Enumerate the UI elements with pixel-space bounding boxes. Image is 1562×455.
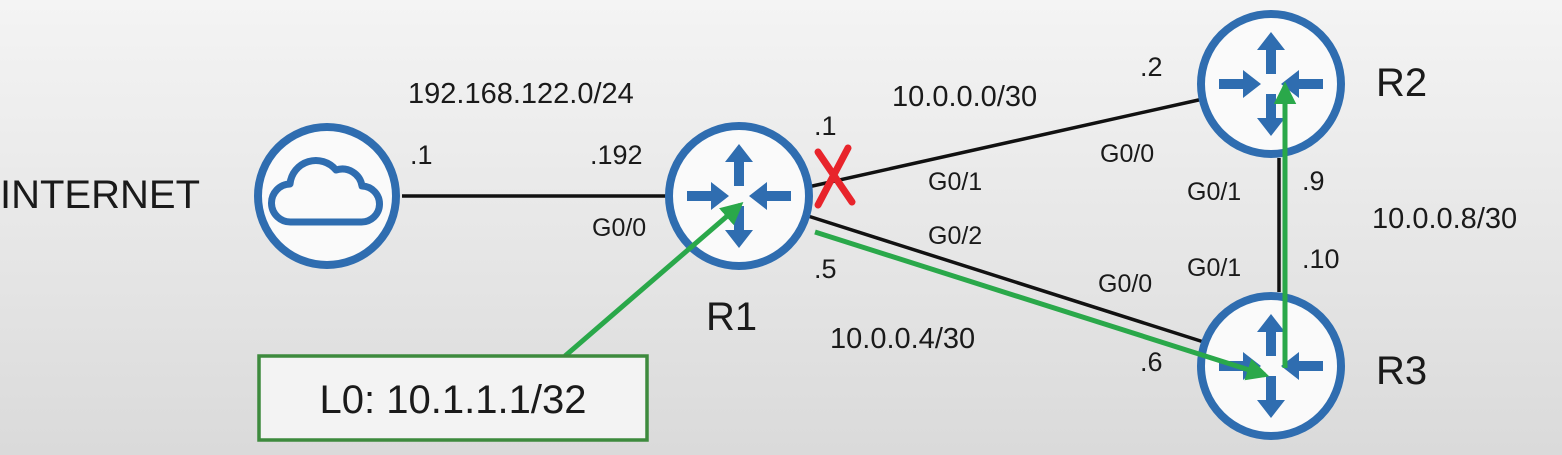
subnet-internet-r1: 192.168.122.0/24 — [408, 78, 634, 110]
r1-label: R1 — [706, 295, 757, 339]
internet-node — [254, 123, 400, 269]
router-r2 — [1197, 10, 1345, 158]
path-arrow-r1-r3 — [814, 229, 1270, 381]
addr-r1-g0-0: .192 — [590, 140, 643, 170]
addr-r3-g0-1: .10 — [1302, 244, 1340, 274]
subnet-r1-r3: 10.0.0.4/30 — [830, 323, 975, 355]
router-r3 — [1197, 292, 1345, 440]
path-arrow-loopback-r1 — [563, 202, 744, 358]
addr-r1-g0-1: .1 — [814, 111, 837, 141]
addr-internet: .1 — [410, 140, 433, 170]
link-r1-r3 — [807, 214, 1211, 346]
intf-r3-to-r2: G0/1 — [1187, 254, 1241, 282]
link-r1-r2 — [807, 97, 1204, 189]
cloud-icon — [268, 157, 383, 226]
intf-r1-to-r3: G0/2 — [928, 222, 982, 250]
addr-r2-g0-1: .9 — [1302, 166, 1325, 196]
intf-r1-to-r2: G0/1 — [928, 168, 982, 196]
subnet-r1-r2: 10.0.0.0/30 — [892, 81, 1037, 113]
intf-r2-to-r3: G0/1 — [1187, 178, 1241, 206]
addr-r3-g0-0: .6 — [1140, 347, 1163, 377]
loopback-label: L0: 10.1.1.1/32 — [320, 378, 587, 422]
internet-label: INTERNET — [0, 173, 200, 217]
loopback-box: L0: 10.1.1.1/32 — [257, 354, 649, 442]
router-r1 — [665, 122, 813, 270]
r2-label: R2 — [1376, 61, 1427, 105]
addr-r2-g0-0: .2 — [1140, 52, 1163, 82]
subnet-r2-r3: 10.0.0.8/30 — [1372, 203, 1517, 235]
addr-r1-g0-2: .5 — [814, 254, 837, 284]
r3-label: R3 — [1376, 349, 1427, 393]
intf-r3-to-r1: G0/0 — [1098, 270, 1152, 298]
intf-r1-to-internet: G0/0 — [592, 214, 646, 242]
intf-r2-to-r1: G0/0 — [1100, 140, 1154, 168]
link-down-x-icon — [814, 144, 856, 209]
